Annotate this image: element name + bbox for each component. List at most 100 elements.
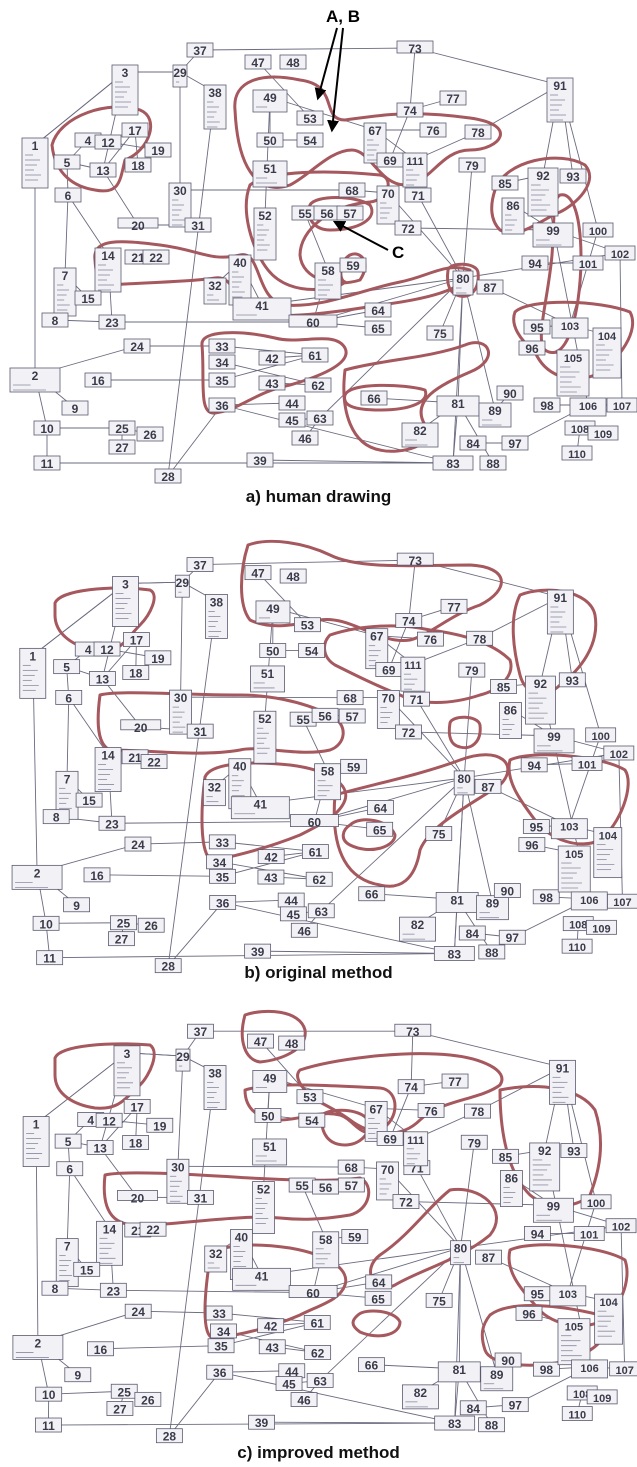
node-box (275, 1376, 303, 1391)
node-36: 36 (209, 895, 237, 910)
node-label: 86 (504, 704, 518, 718)
node-25: 25 (110, 915, 137, 931)
caption-improved-method: c) improved method (237, 1443, 400, 1462)
node-box (360, 390, 388, 406)
edge (387, 192, 464, 279)
node-label: 97 (506, 931, 520, 945)
edge (168, 1072, 216, 1436)
node-label: 19 (151, 652, 165, 666)
node-33: 33 (208, 834, 236, 850)
edge (221, 404, 454, 464)
node-label: 79 (468, 1136, 482, 1150)
node-53: 53 (296, 1089, 324, 1105)
node-22: 22 (142, 249, 170, 265)
node-28: 28 (154, 468, 182, 484)
edge (463, 777, 493, 903)
node-box (12, 1335, 64, 1360)
node-box (290, 1392, 318, 1407)
node-label: 88 (486, 457, 500, 471)
edge (569, 229, 599, 326)
node-label: 103 (559, 1289, 577, 1301)
node-label: 80 (456, 272, 470, 286)
node-68: 68 (338, 182, 366, 198)
node-box (208, 354, 236, 370)
edge (35, 1052, 128, 1124)
node-label: 94 (528, 759, 542, 773)
node-73: 73 (394, 1023, 432, 1039)
node-label: 27 (113, 1402, 127, 1416)
node-label: 72 (399, 1196, 413, 1210)
node-box (432, 455, 474, 471)
annotation-arrow (314, 27, 338, 101)
node-label: 11 (42, 1419, 55, 1433)
node-label: 105 (564, 353, 582, 365)
node-72: 72 (395, 724, 422, 740)
node-box (476, 895, 509, 921)
node-box (338, 182, 366, 198)
node-label: 47 (251, 56, 265, 70)
node-label: 47 (254, 1035, 268, 1049)
edge (167, 902, 224, 966)
node-box (94, 134, 122, 150)
node-label: 14 (101, 749, 115, 763)
node-77: 77 (440, 598, 468, 614)
node-34: 34 (208, 354, 236, 370)
node-22: 22 (140, 754, 168, 770)
node-box (433, 946, 475, 961)
node-label: 55 (295, 1179, 309, 1193)
node-label: 38 (208, 86, 222, 100)
node-label: 2 (34, 866, 41, 880)
node-54: 54 (298, 1112, 326, 1128)
node-label: 56 (318, 709, 332, 723)
node-label: 66 (367, 392, 381, 406)
node-box (453, 770, 475, 796)
node-box (108, 439, 136, 455)
node-label: 18 (129, 1136, 143, 1150)
node-label: 62 (311, 379, 325, 393)
node-93: 93 (560, 1143, 588, 1159)
edge (100, 1345, 222, 1350)
node-7: 7 (53, 267, 77, 317)
node-47: 47 (244, 54, 272, 70)
node-box (603, 745, 635, 761)
node-label: 92 (534, 677, 548, 691)
node-box (35, 1417, 62, 1433)
node-box (244, 565, 272, 581)
node-45: 45 (275, 1376, 303, 1392)
node-label: 53 (303, 112, 317, 126)
node-72: 72 (392, 1194, 420, 1210)
node-24: 24 (124, 1303, 152, 1319)
node-box (498, 929, 526, 945)
node-box (501, 435, 529, 451)
node-label: 3 (122, 578, 129, 592)
node-box (33, 420, 61, 436)
node-27: 27 (106, 1401, 134, 1416)
node-103: 103 (549, 1285, 587, 1307)
node-box (255, 600, 291, 624)
node-66: 66 (358, 886, 386, 902)
node-80: 80 (450, 1240, 471, 1266)
edge (409, 47, 416, 111)
cluster-outline (351, 1309, 402, 1338)
node-label: 55 (298, 207, 312, 221)
node-box (532, 1197, 574, 1223)
node-31: 31 (187, 1189, 214, 1205)
node-label: 76 (424, 1104, 438, 1118)
node-box (146, 1117, 174, 1133)
node-105: 105 (556, 349, 590, 397)
edge (568, 734, 602, 826)
node-label: 32 (208, 781, 222, 795)
node-100: 100 (585, 727, 617, 743)
node-43: 43 (257, 869, 285, 885)
node-box (458, 662, 486, 678)
node-box (253, 710, 277, 764)
node-11: 11 (36, 950, 64, 966)
node-box (366, 821, 394, 837)
node-label: 74 (402, 614, 416, 628)
node-box (209, 868, 236, 884)
node-label: 82 (411, 918, 425, 932)
node-85: 85 (491, 175, 519, 191)
node-box (120, 719, 162, 731)
node-box (459, 435, 487, 451)
node-box (338, 708, 366, 724)
